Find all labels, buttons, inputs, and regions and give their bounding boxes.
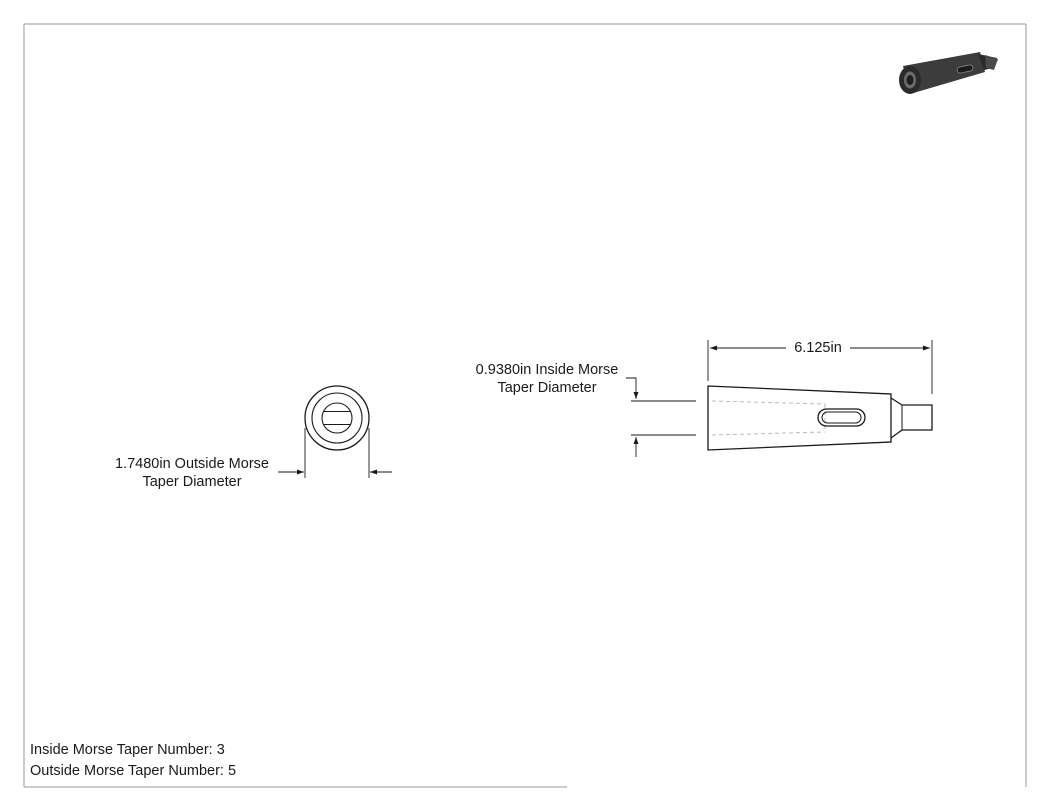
side-view — [707, 385, 933, 451]
outside-diameter-dimension — [278, 428, 392, 478]
notes-block: Inside Morse Taper Number: 3 Outside Mor… — [30, 740, 236, 782]
inside-taper-note: Inside Morse Taper Number: 3 — [30, 742, 225, 758]
outside-diameter-label-line2: Taper Diameter — [142, 474, 242, 490]
length-dimension — [707, 340, 933, 394]
outside-diameter-label: 1.7480in Outside Morse Taper Diameter — [104, 455, 280, 491]
inside-diameter-label: 0.9380in Inside Morse Taper Diameter — [464, 361, 630, 397]
outside-diameter-label-line1: 1.7480in Outside Morse — [115, 456, 269, 472]
inside-diameter-dimension — [626, 377, 696, 457]
inside-diameter-label-line2: Taper Diameter — [497, 380, 597, 396]
outside-taper-note: Outside Morse Taper Number: 5 — [30, 763, 237, 779]
isometric-view-icon — [899, 52, 998, 94]
length-dimension-label: 6.125in — [788, 339, 848, 357]
sheet-border — [23, 23, 1027, 788]
inside-diameter-label-line1: 0.9380in Inside Morse — [475, 362, 619, 378]
end-view — [304, 385, 370, 451]
